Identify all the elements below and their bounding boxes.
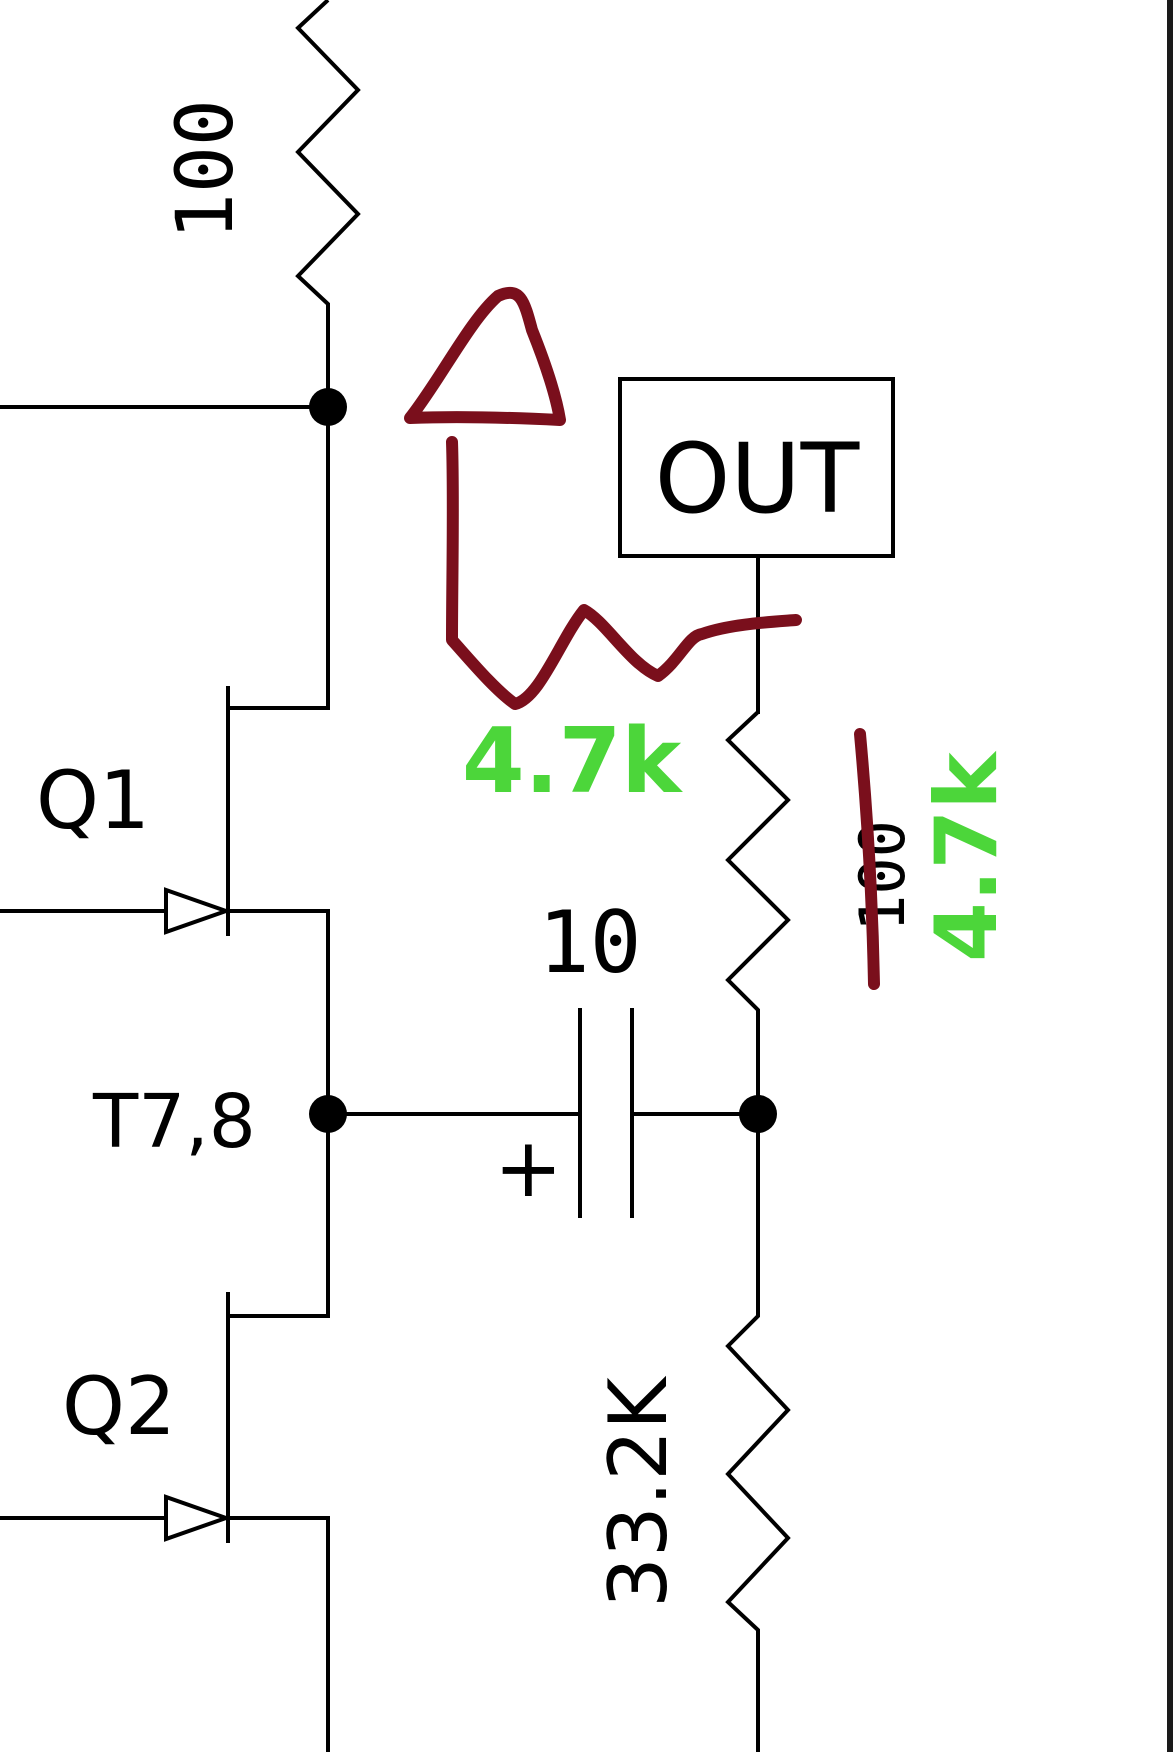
added-resistor-drawing — [446, 436, 802, 710]
ground-triangle-drawing — [404, 286, 566, 426]
resistor-middle-original-label: 100 — [846, 820, 919, 932]
q2-emitter-arrow — [164, 1494, 233, 1542]
q1-label: Q1 — [36, 754, 150, 847]
out-box — [618, 377, 895, 558]
wire-q1-emitter — [226, 909, 330, 1116]
wire-q2-collector — [226, 1112, 330, 1318]
strike-through-mark — [854, 728, 880, 990]
node-label: T7,8 — [92, 1079, 256, 1165]
page-edge — [1167, 0, 1173, 1752]
cap-polarity-label: + — [494, 1121, 563, 1216]
cap-value-label: 10 — [538, 893, 642, 993]
resistor-top — [295, 0, 361, 405]
out-box-label: OUT — [655, 423, 860, 535]
new-value-vertical: 4.7k — [917, 751, 1017, 962]
new-value-horizontal: 4.7k — [462, 709, 683, 814]
resistor-top-label: 100 — [161, 99, 251, 240]
resistor-bottom — [725, 1114, 791, 1752]
handwritten-annotation — [404, 286, 880, 990]
wire-q1-collector — [226, 405, 330, 710]
wire-q2-emitter — [226, 1516, 330, 1752]
q1-emitter-arrow — [164, 887, 233, 935]
q2-label: Q2 — [62, 1360, 176, 1453]
resistor-middle — [725, 710, 791, 1114]
resistor-bottom-label: 33.2K — [592, 1375, 685, 1608]
